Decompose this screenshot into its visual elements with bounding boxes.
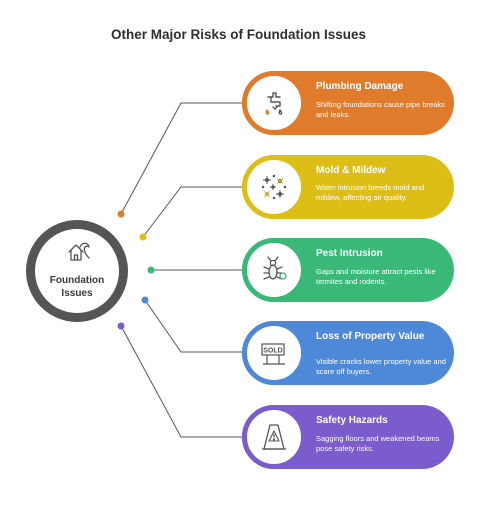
connector-dot-safety [117, 322, 125, 330]
card-description: Gaps and moisture attract pests like ter… [316, 267, 436, 286]
card-title: Pest Intrusion [316, 248, 383, 259]
card-title: Safety Hazards [316, 415, 388, 426]
card-description: Visible cracks lower property value and … [316, 357, 446, 376]
card-badge [242, 238, 306, 302]
card-description: Shifting foundations cause pipe breaks a… [316, 100, 445, 119]
card-title: Loss of Property Value [316, 331, 425, 342]
card-description: Sagging floors and weakened beams pose s… [316, 434, 440, 453]
card-mold-mildew: Mold & Mildew Water intrusion breeds mol… [242, 155, 454, 219]
card-badge [242, 71, 306, 135]
card-description: Water intrusion breeds mold and mildew, … [316, 183, 425, 202]
connector-safety [120, 325, 242, 438]
card-badge: SOLD [242, 321, 306, 385]
card-badge [242, 155, 306, 219]
connector-dot-mold [139, 233, 147, 241]
connector-plumbing [120, 102, 242, 215]
card-safety-hazards: Safety Hazards Sagging floors and weaken… [242, 405, 454, 469]
card-plumbing-damage: Plumbing Damage Shifting foundations cau… [242, 71, 454, 135]
card-title: Mold & Mildew [316, 165, 386, 176]
connector-property [144, 299, 242, 353]
hub-label: Foundation Issues [49, 275, 105, 299]
card-title: Plumbing Damage [316, 81, 404, 92]
connector-dot-pest [147, 266, 155, 274]
card-pest-intrusion: Pest Intrusion Gaps and moisture attract… [242, 238, 454, 302]
connector-dot-plumbing [117, 210, 125, 218]
card-loss-of-property-value: SOLD Loss of Property Value Visible crac… [242, 321, 454, 385]
connector-dot-property [141, 296, 149, 304]
house-wave-icon [66, 241, 90, 268]
connector-mold [142, 186, 242, 238]
card-badge [242, 405, 306, 469]
diagram-title: Other Major Risks of Foundation Issues [110, 27, 367, 42]
hub-circle: Foundation Issues [26, 220, 128, 322]
sold-sign-text: SOLD [263, 348, 282, 355]
